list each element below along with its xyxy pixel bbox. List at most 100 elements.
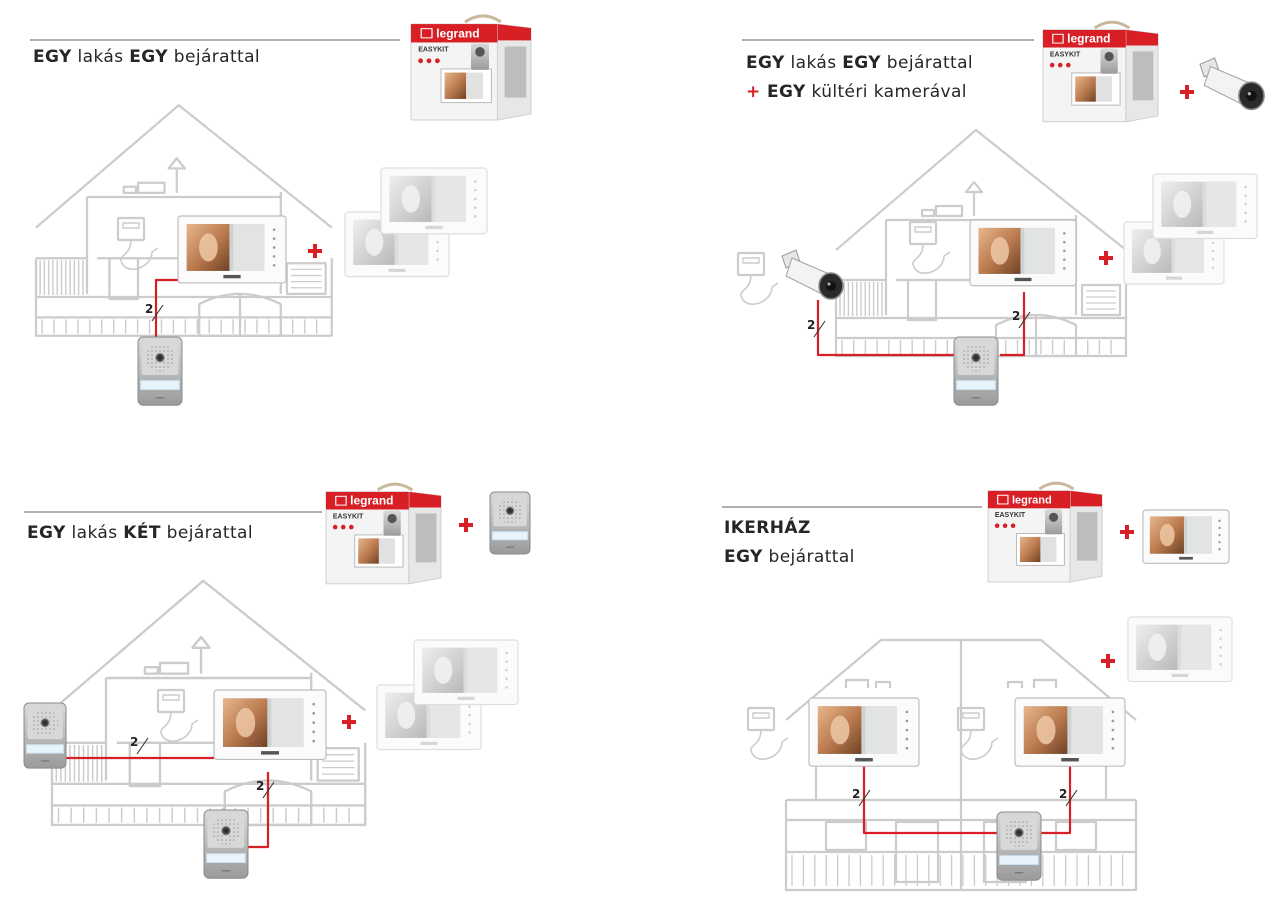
feature-dot	[426, 58, 432, 64]
chimney-outline	[158, 661, 190, 675]
panel-logo	[506, 546, 514, 548]
title-line: EGY lakás KÉT bejárattal	[27, 521, 253, 543]
title-run: EGY	[27, 523, 66, 543]
panel-logo	[40, 760, 50, 762]
title-run: EGY	[724, 547, 763, 567]
screen-background	[467, 647, 498, 693]
call-button-light	[26, 744, 64, 754]
vent-outline	[122, 185, 138, 195]
box-side-image	[1076, 512, 1098, 561]
face-highlight	[365, 228, 384, 256]
box-side-band	[1125, 29, 1158, 46]
box-side-band	[497, 24, 531, 41]
title-run: bejárattal	[881, 53, 973, 73]
title-run: lakás	[785, 53, 843, 73]
box-panel-lens	[1104, 51, 1114, 62]
monitor-button	[312, 721, 316, 724]
face-highlight	[830, 715, 850, 745]
box-panel-body	[1045, 509, 1063, 535]
face-highlight	[235, 708, 256, 738]
panel-2-wire-marker-1: 2	[807, 318, 826, 338]
monitor-button	[1063, 240, 1066, 244]
plus-v	[1185, 85, 1189, 99]
monitor-logo	[261, 751, 279, 755]
wire-count-label: 2	[130, 735, 138, 749]
monitor-button	[1111, 746, 1115, 750]
monitor-button	[1111, 737, 1115, 741]
monitor-button	[1211, 249, 1215, 253]
box-monitor-bg	[378, 538, 395, 564]
screen-background	[1187, 516, 1212, 554]
box-monitor	[1016, 533, 1065, 566]
plus-icon	[1120, 525, 1134, 539]
monitor-button	[1244, 220, 1247, 223]
face-highlight	[199, 233, 218, 262]
title-line: EGY lakás EGY bejárattal	[746, 53, 973, 73]
psu-cable	[160, 711, 199, 742]
feature-dot	[332, 524, 338, 530]
garage-outline	[316, 747, 360, 782]
kit-label: EASYKIT	[333, 513, 364, 520]
psu-box	[746, 706, 776, 732]
psu-label	[742, 257, 760, 264]
extra-monitor-front	[1127, 616, 1233, 683]
wire-slash	[1018, 311, 1031, 329]
power-supply-icon	[736, 251, 779, 305]
wire-slash	[262, 781, 275, 799]
box-handle	[1038, 481, 1075, 491]
panel-4-wire-right	[1040, 762, 1072, 835]
box-handle	[376, 482, 414, 492]
monitor-button	[1219, 663, 1222, 666]
wire-slash	[858, 789, 871, 807]
monitor-button	[905, 710, 909, 714]
monitor-button	[272, 263, 276, 267]
box-monitor-face	[1019, 536, 1041, 563]
brand-logo: legrand	[350, 494, 393, 508]
plus-icon	[1180, 85, 1194, 99]
brand-logo: legrand	[1067, 32, 1110, 46]
roof-outline	[51, 579, 366, 712]
box-side-image	[415, 513, 437, 563]
wire-slash	[151, 304, 164, 322]
title-run: EGY	[33, 47, 72, 67]
box-panel-body	[383, 510, 401, 536]
title-run: +	[746, 82, 767, 102]
feature-dot	[1057, 62, 1063, 68]
box-panel-body	[471, 43, 489, 70]
monitor-button	[468, 705, 471, 708]
psu-label	[962, 712, 980, 719]
call-button-light	[956, 380, 996, 391]
monitor-button	[505, 677, 508, 681]
camera-lens	[970, 351, 982, 364]
panel-logo	[1014, 872, 1024, 874]
monitor-button	[1063, 267, 1066, 270]
title-run: EGY	[129, 47, 168, 67]
chimney-left	[844, 678, 892, 688]
psu-label	[752, 712, 770, 719]
panel-3-wire-marker-2: 2	[256, 779, 275, 799]
outdoor-camera-icon	[781, 249, 844, 300]
monitor-logo	[425, 225, 443, 230]
plus-icon	[1101, 654, 1115, 668]
plus-v	[1125, 525, 1129, 539]
panel-logo	[155, 397, 165, 399]
monitor-button	[474, 188, 477, 192]
psu-box	[908, 220, 938, 246]
camera-lens	[1246, 90, 1257, 102]
box-door-panel	[383, 510, 401, 536]
title-run: KÉT	[123, 521, 161, 543]
kit-label: EASYKIT	[995, 512, 1026, 519]
box-handle	[464, 14, 502, 24]
monitor-button	[1211, 266, 1215, 269]
door-outline	[128, 741, 162, 788]
plus-v	[464, 518, 468, 532]
psu-label	[122, 222, 140, 229]
monitor-button	[468, 714, 471, 717]
psu-label	[914, 226, 932, 233]
monitor-button	[505, 660, 508, 663]
monitor-logo	[420, 741, 438, 745]
camera-lens	[826, 281, 836, 291]
devices-layer: legrandEASYKITlegrandEASYKITlegrandEASYK…	[23, 14, 1265, 881]
box-handle	[1093, 20, 1131, 30]
